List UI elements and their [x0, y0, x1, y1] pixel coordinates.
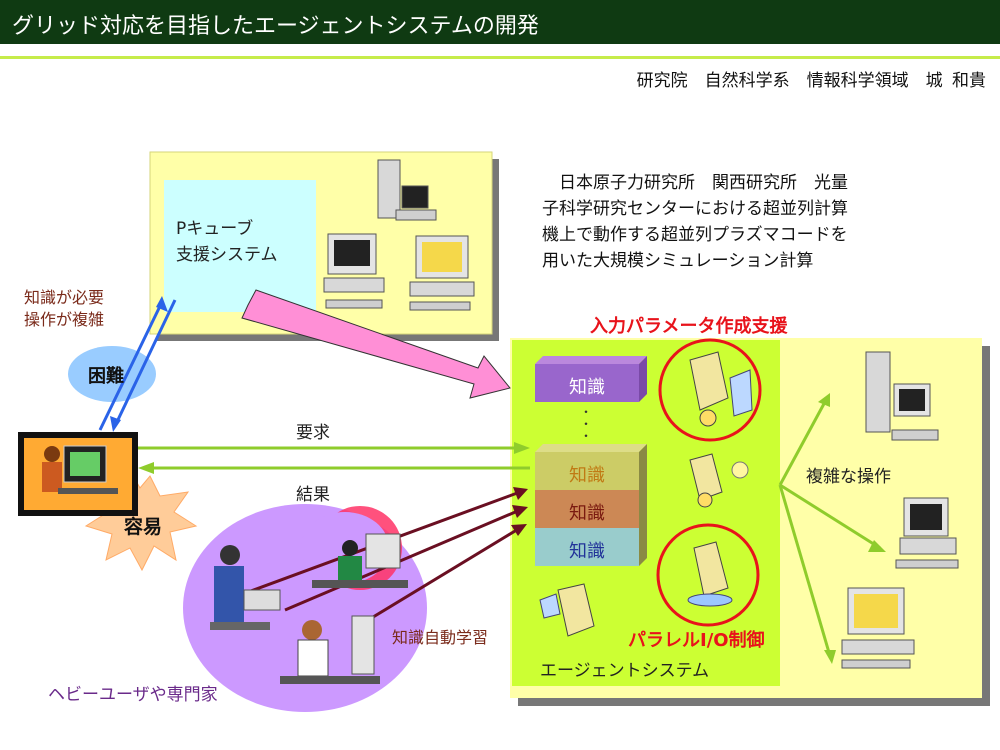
fan-arrow-bottom-head [824, 650, 836, 664]
fan-arrow-top-head [818, 393, 830, 407]
agent-robot-2 [689, 453, 749, 508]
knowledge-label-2: 知識 [569, 465, 605, 486]
request-label: 要求 [296, 423, 330, 443]
highlight-circle-input [658, 338, 762, 442]
pcube-label-line-2: 支援システム [176, 245, 278, 265]
description-line-4: 用いた大規模シミュレーション計算 [542, 251, 814, 271]
description-line-3: 機上で動作する超並列プラズマコードを [542, 225, 848, 245]
pc-desktop-bottom-icon [841, 587, 915, 669]
fan-arrow-mid [779, 483, 881, 550]
knowledge-block-3 [535, 490, 639, 528]
author-affiliation: 研究院 自然科学系 情報科学領域 城 和貴 [636, 71, 986, 91]
user-computer-icon [18, 432, 138, 516]
learning-arrow-1-head [513, 487, 528, 500]
pcube-box [164, 180, 316, 312]
pc-desktop-mid-icon [895, 497, 959, 569]
users-label: ヘビーユーザや専門家 [48, 685, 218, 705]
result-label: 結果 [296, 485, 330, 505]
fan-arrow-bottom [778, 484, 832, 657]
knowledge-block-2 [535, 452, 639, 490]
pc-desktop-right-icon [409, 235, 475, 311]
pc-tower-right-icon [865, 351, 939, 441]
difficulty-note-2: 操作が複雑 [24, 310, 105, 329]
agent-robot-3 [687, 541, 733, 607]
parallel-io-label: パラレルI/O制御 [628, 630, 765, 651]
blue-arrow-down [113, 299, 177, 427]
blue-arrow-up-head [156, 296, 168, 312]
agent-system-label: エージェントシステム [540, 661, 710, 681]
pc-desktop-left-icon [323, 233, 385, 309]
user-person-1-icon [210, 545, 281, 630]
agent-robot-1 [689, 351, 753, 427]
request-arrow-head [514, 442, 530, 454]
difficulty-badge: 困難 [88, 366, 124, 387]
description-line-2: 子科学研究センターにおける超並列計算 [542, 199, 848, 219]
knowledge-stack-side [639, 444, 647, 566]
knowledge-block-1 [535, 364, 639, 402]
auto-learning-label: 知識自動学習 [392, 628, 489, 647]
knowledge-block-1-side [639, 356, 647, 402]
input-param-label: 入力パラメータ作成支援 [590, 316, 788, 337]
agent-robot-4 [539, 583, 595, 637]
highlight-circle-io [656, 523, 760, 627]
user-person-2-icon [312, 533, 408, 588]
blue-arrow-down-head [110, 416, 121, 432]
learning-arrow-3-head [511, 524, 527, 536]
knowledge-label-1: 知識 [569, 377, 605, 398]
difficulty-note-1: 知識が必要 [24, 288, 105, 307]
knowledge-ellipsis: ・ ・ ・ [580, 405, 593, 443]
result-arrow-head [138, 462, 154, 474]
learning-arrow-3 [354, 526, 521, 630]
learning-arrow-2-head [512, 505, 528, 518]
fan-arrow-mid-head [868, 540, 886, 552]
pc-tower-top-icon [377, 159, 437, 221]
knowledge-block-4 [535, 528, 639, 566]
description-line-1: 日本原子力研究所 関西研究所 光量 [542, 173, 848, 193]
knowledge-label-3: 知識 [569, 503, 605, 524]
blue-arrow-up [98, 301, 164, 431]
easy-badge: 容易 [124, 516, 163, 538]
page-title: グリッド対応を目指したエージェントシステムの開発 [12, 14, 539, 39]
knowledge-stack-top [535, 444, 647, 452]
complex-op-label: 複雑な操作 [806, 467, 891, 487]
knowledge-label-4: 知識 [569, 541, 605, 562]
pcube-label-line-1: Pキューブ [176, 219, 254, 239]
pink-arrow [241, 289, 511, 399]
knowledge-block-1-top [535, 356, 647, 364]
title-bar [0, 0, 1000, 44]
user-person-3-icon [280, 615, 380, 684]
learning-arrow-2 [284, 508, 521, 612]
fan-arrow-top [778, 399, 828, 486]
title-underline [0, 56, 1000, 59]
